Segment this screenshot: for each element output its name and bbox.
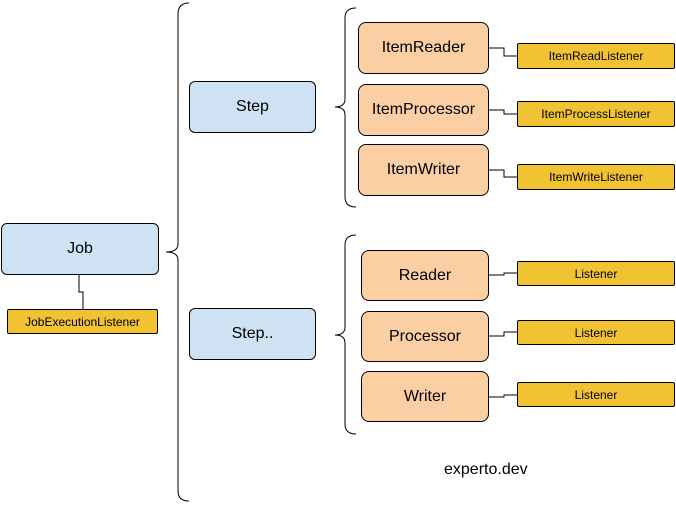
listener-label: Listener — [574, 325, 618, 340]
component-box: ItemReader — [358, 22, 489, 74]
job-listener-connector — [78, 275, 84, 309]
listener-label: ItemReadListener — [548, 49, 644, 63]
listener-label: ItemWriteListener — [549, 170, 643, 184]
listener-box: ItemReadListener — [517, 43, 675, 69]
component-listener-connector — [489, 169, 517, 178]
component-box: ItemProcessor — [358, 84, 489, 136]
listener-label: Listener — [574, 387, 618, 402]
component-label: Reader — [398, 266, 452, 284]
component-label: ItemProcessor — [371, 101, 476, 118]
component-box: Reader — [361, 250, 489, 301]
step-1-components-brace — [334, 7, 357, 208]
component-box: ItemWriter — [358, 144, 489, 196]
job-execution-listener-box: JobExecutionListener — [7, 309, 158, 334]
component-label: ItemWriter — [386, 161, 461, 178]
component-label: Processor — [388, 327, 462, 345]
step-box: Step.. — [189, 308, 316, 360]
component-box: Writer — [361, 371, 489, 422]
listener-box: ItemProcessListener — [517, 101, 675, 127]
listener-box: Listener — [517, 320, 675, 345]
component-listener-connector — [489, 331, 517, 337]
job-steps-brace — [165, 2, 190, 502]
listener-box: Listener — [517, 261, 675, 286]
listener-box: Listener — [517, 382, 675, 407]
component-box: Processor — [361, 311, 489, 362]
step-2-components-brace — [334, 234, 357, 435]
listener-box: ItemWriteListener — [517, 164, 675, 190]
component-listener-connector — [489, 394, 517, 398]
job-label: Job — [67, 240, 93, 257]
step-label: Step.. — [231, 325, 274, 342]
job-box: Job — [1, 223, 159, 275]
site-credit: experto.dev — [444, 461, 528, 478]
listener-label: Listener — [574, 266, 618, 281]
component-listener-connector — [489, 109, 517, 115]
component-label: Writer — [403, 387, 447, 405]
step-box: Step — [189, 81, 316, 133]
listener-label: ItemProcessListener — [541, 107, 651, 121]
job-execution-listener-label: JobExecutionListener — [25, 314, 140, 329]
component-listener-connector — [489, 272, 517, 276]
component-listener-connector — [489, 47, 517, 57]
component-label: ItemReader — [381, 39, 466, 56]
step-label: Step — [236, 98, 269, 115]
